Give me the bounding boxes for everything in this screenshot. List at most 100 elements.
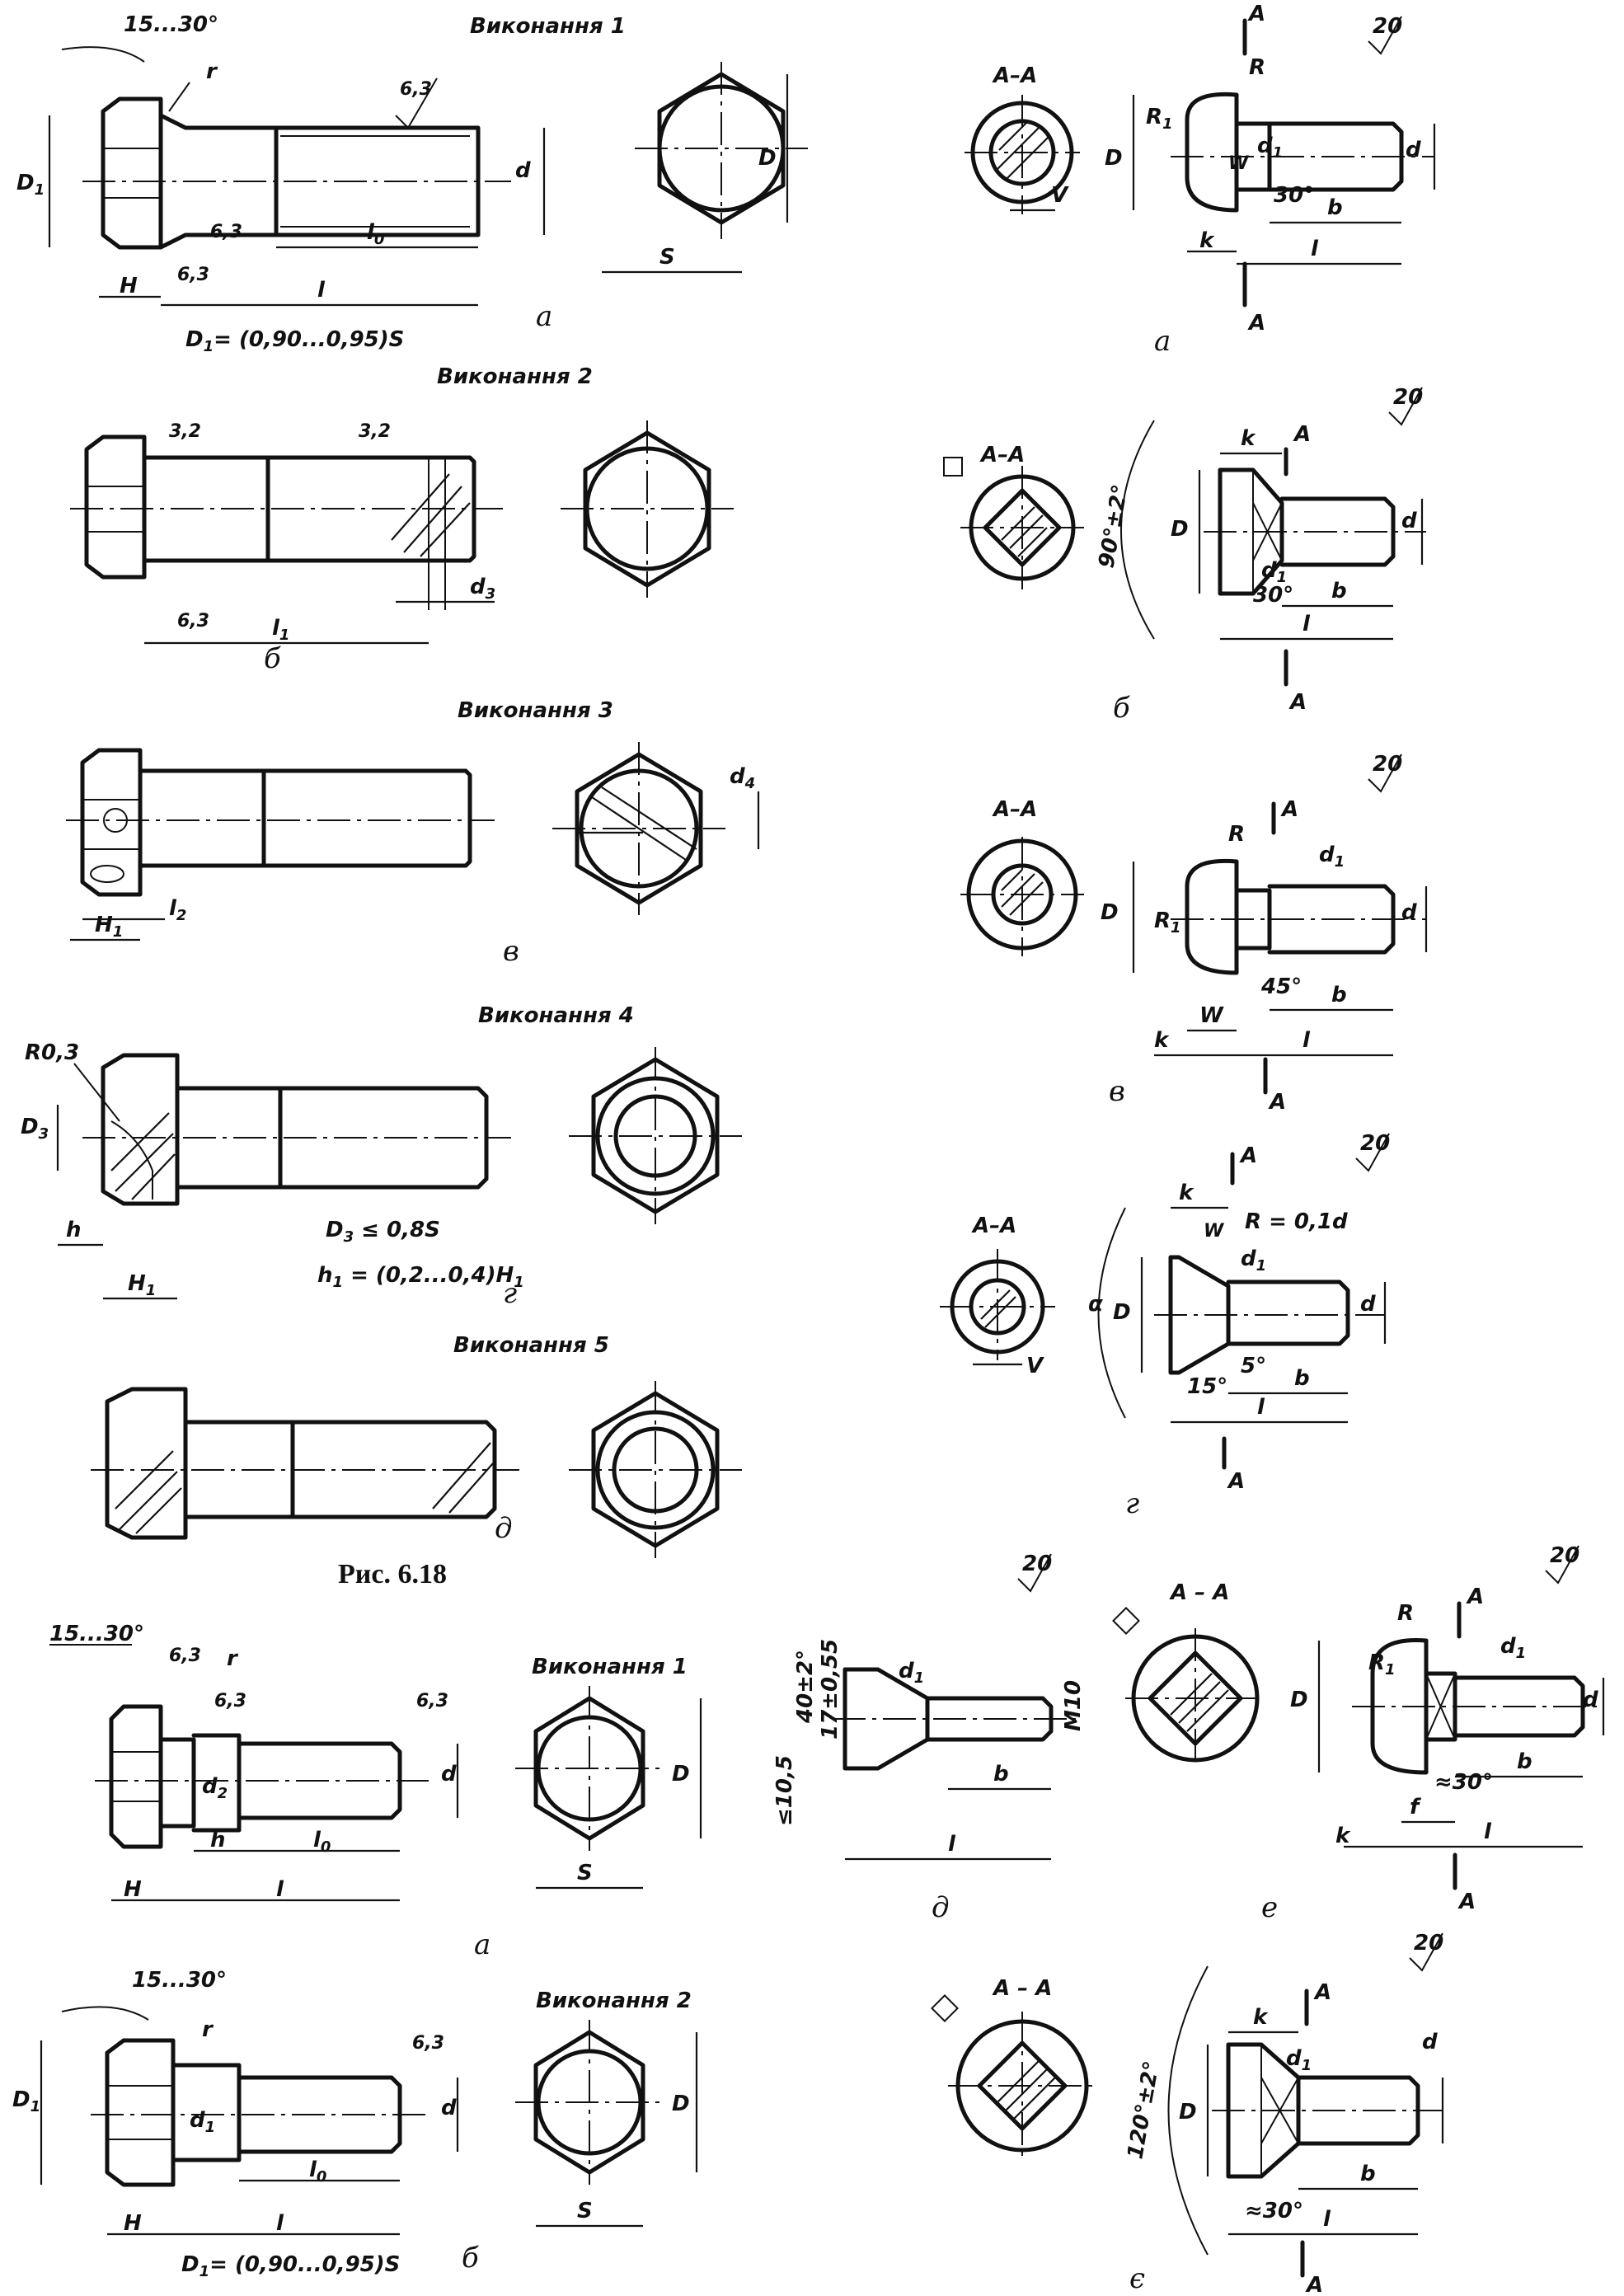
fig1-execution5-bolt: Виконання 5 д (91, 1333, 609, 1545)
fig4-ye-bolt: 20 A 120°±2° D d k d1 b ≈30° l A (1123, 1931, 1443, 2296)
fig2-a-section: A–A V а (965, 63, 1171, 358)
fig3-v2-title: Виконання 2 (536, 1988, 692, 2013)
fig2b-l-label: l (1302, 612, 1311, 636)
fig2v-A-bottom: A (1268, 1090, 1286, 1115)
fig1-execution1-bolt: Виконання 1 15...30° r 6,3 6,3 6,3 D1 H … (16, 12, 626, 355)
fig1-v2-rough-3: 6,3 (177, 611, 209, 632)
fig3-execution2-bolt: Виконання 2 15...30° r 6,3 D1 d1 d l0 H … (12, 1968, 692, 2280)
fig2-sub-v: в (1109, 1075, 1125, 1108)
fig4d-b-label: b (993, 1762, 1009, 1787)
fig1-execution2-bolt: Виконання 2 3,2 3,2 6,3 l1 d3 б (70, 364, 593, 675)
fig1-execution3-hex-view: d4 (552, 742, 760, 915)
fig1-l0-label: l0 (367, 220, 384, 248)
fig4ye-k-label: k (1253, 2005, 1269, 2030)
fig2b-d1-label: d1 (1261, 558, 1287, 586)
fig1-h-label: h (66, 1218, 82, 1242)
fig2v-l-label: l (1302, 1028, 1311, 1053)
fig1-execution2-hex-view (561, 420, 734, 598)
fig3-rough-2: 6,3 (214, 1691, 246, 1711)
fig3-sub-a: а (474, 1928, 490, 1961)
fig4ye-D-label: D (1179, 2100, 1197, 2125)
fig2v-45-label: 45° (1260, 974, 1302, 999)
fig2v-20-label: 20 (1373, 752, 1402, 777)
fig1-R03-label: R0,3 (25, 1040, 79, 1065)
fig4-sub-ye: є (1129, 2262, 1145, 2295)
fig3-d2-label: d2 (202, 1774, 228, 1802)
fig3-v2-D1-label: D1 (12, 2087, 40, 2115)
fig3-v2-d-label: d (441, 2096, 457, 2120)
fig4ye-AA-label: A – A (992, 1976, 1052, 2001)
fig4-ye-section: A – A є (931, 1976, 1145, 2295)
fig3-formula-D1: D1= (0,90...0,95)S (181, 2252, 400, 2280)
fig1-v2-title: Виконання 2 (437, 364, 593, 389)
fig4ye-d-label: d (1422, 2030, 1438, 2054)
fig4e-A-bottom: A (1457, 1890, 1476, 1914)
fig2b-AA-label: A–A (979, 443, 1025, 467)
fig2g-D-label: D (1113, 1300, 1131, 1325)
fig2g-A-bottom: A (1227, 1469, 1245, 1494)
fig2v-AA-label: A–A (992, 797, 1037, 822)
fig2a-A-bottom: A (1247, 311, 1265, 336)
fig2b-20-label: 20 (1393, 385, 1423, 410)
fig2-g-section: A–A V г (940, 1214, 1139, 1520)
fig3-d-label: d (441, 1762, 457, 1787)
fig1-formula-D1: D1= (0,90...0,95)S (185, 327, 404, 355)
fig3-v2-d1-label: d1 (190, 2108, 215, 2136)
fig2v-D-label: D (1101, 900, 1119, 925)
fig1-d3-label: d3 (470, 575, 495, 603)
fig2a-k-label: k (1199, 228, 1215, 253)
fig2g-V-label: V (1026, 1354, 1044, 1378)
fig1-v4-title: Виконання 4 (478, 1003, 634, 1028)
fig2a-D-label: D (1105, 146, 1123, 171)
fig1-v5-title: Виконання 5 (453, 1333, 609, 1358)
fig1-H-label: H (120, 274, 138, 298)
fig2-a-bolt: A R R1 D d W d1 30° b k l A 20 (1105, 2, 1436, 336)
fig4d-105-label: ≤10,5 (772, 1755, 797, 1826)
fig1-rough-head: 6,3 (177, 265, 209, 285)
fig4d-AA-label: A – A (1169, 1580, 1229, 1605)
fig2b-k-label: k (1241, 426, 1256, 451)
fig4ye-120-label: 120°±2° (1123, 2059, 1164, 2162)
fig4ye-30-label: ≈30° (1245, 2199, 1303, 2223)
fig3-angle-label: 15...30° (49, 1622, 144, 1646)
fig3-v2-r-label: r (202, 2017, 214, 2042)
fig1-r-label: r (206, 59, 218, 84)
fig4e-30-label: ≈30° (1434, 1770, 1493, 1795)
fig3-v2-H-label: H (124, 2211, 142, 2236)
fig1-l-label: l (317, 278, 326, 303)
fig2a-d-label: d (1406, 138, 1421, 162)
fig4e-k-label: k (1335, 1824, 1351, 1848)
fig2-b-bolt: 90°±2° D d k A 30° d1 b l A 20 (1094, 385, 1426, 715)
fig2-g-bolt: α D d k W R = 0,1d d1 15° 5° b l A A 20 (1088, 1131, 1390, 1494)
fig2v-d-label: d (1401, 900, 1417, 925)
fig4d-17-label: 17±0,55 (818, 1639, 843, 1740)
fig4-d-section: A – A (1112, 1580, 1265, 1768)
fig2a-R1-label: R1 (1146, 105, 1173, 133)
fig4d-40-label: 40±2° (793, 1650, 818, 1724)
fig1-sub-v: в (503, 935, 519, 968)
fig3-D-label: D (672, 1762, 690, 1787)
fig4e-d1-label: d1 (1500, 1634, 1526, 1662)
fig2-sub-b: б (1113, 692, 1130, 725)
fig2g-R01d-label: R = 0,1d (1245, 1209, 1348, 1234)
fig2-sub-g: г (1125, 1487, 1139, 1520)
fig4-sub-e: е (1261, 1891, 1278, 1924)
fig3-H-label: H (124, 1877, 142, 1902)
fig4-d-bolt: 20 40±2° 17±0,55 ≤10,5 d1 M10 b l д (772, 1552, 1086, 1924)
fig2a-d1-label: d1 (1257, 134, 1283, 162)
fig3-v2-angle-label: 15...30° (132, 1968, 227, 1993)
fig4d-20-label: 20 (1022, 1552, 1052, 1576)
fig2-sub-a: а (1154, 325, 1171, 358)
fig2a-b-label: b (1327, 195, 1343, 220)
fig3-rough-3: 6,3 (416, 1691, 448, 1711)
fig2g-d1-label: d1 (1241, 1247, 1266, 1275)
fig1-execution4-bolt: Виконання 4 R0,3 D3 h H1 D3 ≤ 0,8S h1 = … (21, 1003, 634, 1310)
fig1-formula-D3: D3 ≤ 0,8S (326, 1218, 440, 1246)
fig2v-k-label: k (1154, 1028, 1170, 1053)
fig1-sub-g: г (503, 1277, 517, 1310)
fig2v-b-label: b (1331, 983, 1347, 1007)
figure-caption: Рис. 6.18 (338, 1559, 447, 1589)
fig3-l-label: l (276, 1877, 284, 1902)
fig2b-D-label: D (1171, 517, 1189, 542)
